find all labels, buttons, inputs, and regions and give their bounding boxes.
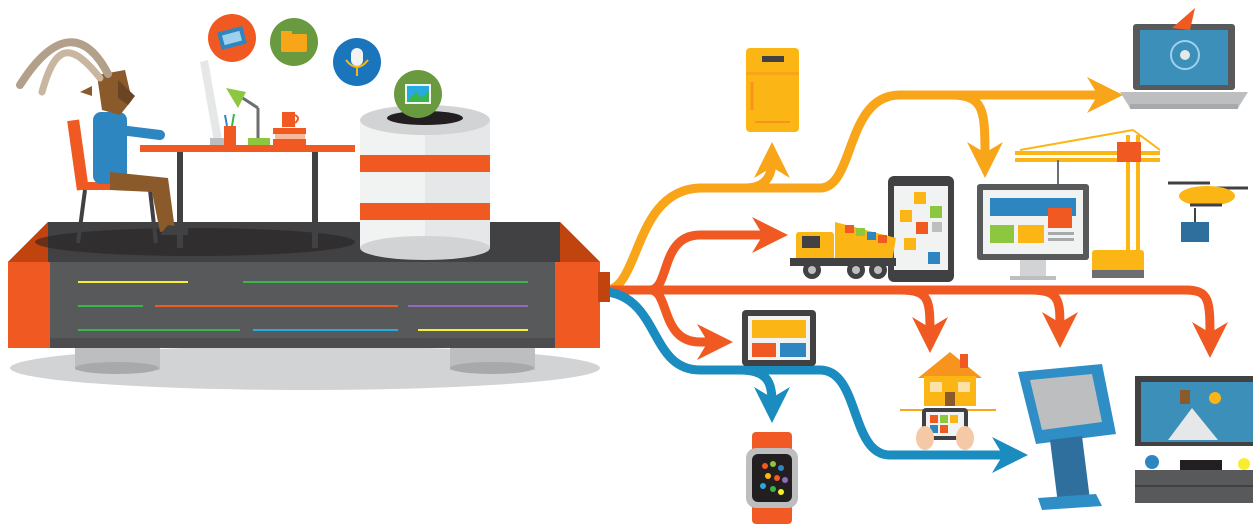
orange-flow-main [603, 285, 1228, 358]
blue-flow-watch [735, 365, 790, 423]
orange-flow-kiosk [1025, 285, 1078, 348]
smartwatch-icon [746, 432, 798, 524]
fridge-icon [746, 48, 799, 132]
dump-truck-icon [790, 222, 896, 279]
server-code-lines [78, 281, 528, 331]
film-icon [208, 14, 256, 62]
crane-base [1092, 250, 1144, 276]
drone-icon [1168, 181, 1248, 242]
folder-icon [270, 18, 318, 66]
laptop-icon [1120, 8, 1248, 109]
image-icon [394, 70, 442, 118]
crane-cab [1117, 142, 1141, 162]
database-icon [360, 105, 490, 260]
orange-flow-small-tablet [645, 285, 733, 360]
tablet-icon [888, 176, 954, 282]
orange-flow-home [895, 285, 948, 353]
microphone-icon [333, 38, 381, 86]
yellow-flow-monitor [945, 90, 1003, 178]
kiosk-icon [1018, 364, 1116, 510]
yellow-flow-fridge [603, 142, 790, 295]
orange-flow-truck [645, 217, 788, 295]
flow-lines [603, 77, 1228, 473]
smart-home-icon [900, 352, 996, 450]
desktop-monitor-icon [977, 184, 1089, 280]
small-tablet-icon [742, 310, 816, 366]
yellow-flow-laptop [695, 77, 1123, 193]
goat-developer-icon [16, 38, 355, 256]
tv-cabinet-icon [1135, 376, 1253, 503]
